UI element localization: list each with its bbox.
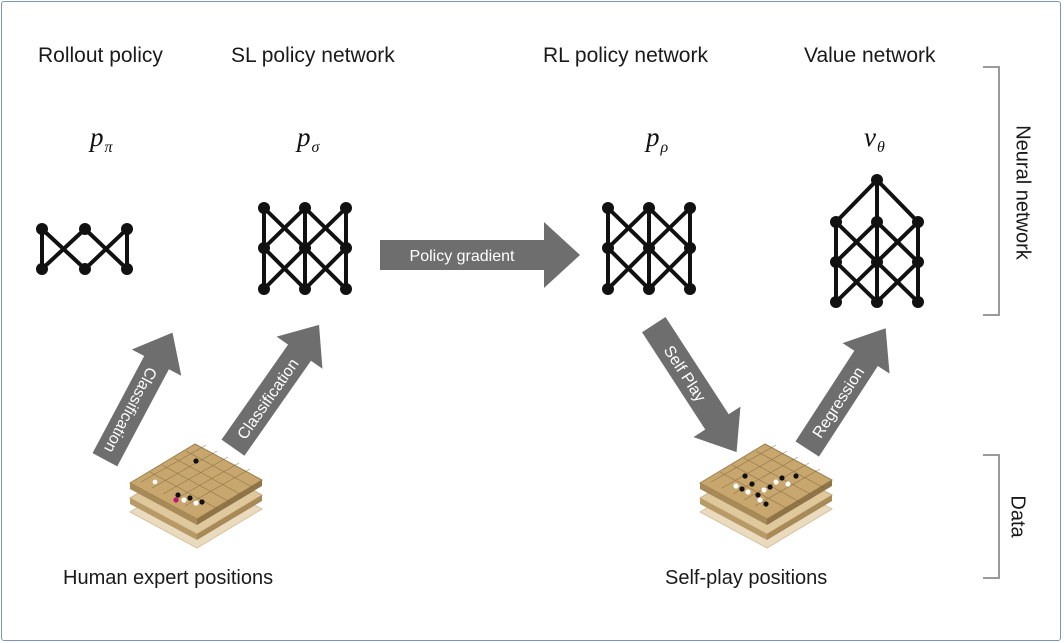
self-play-positions-label: Self-play positions: [665, 567, 828, 589]
sl-network-graph: [258, 202, 352, 295]
regression-arrow: Regression: [795, 328, 890, 457]
policy-gradient-label: Policy gradient: [410, 248, 516, 265]
value-network-title: Value network: [804, 44, 936, 67]
sl-policy-title: SL policy network: [231, 44, 395, 67]
rl-symbol: pρ: [646, 122, 669, 156]
rl-network-graph: [602, 202, 696, 295]
rollout-network-graph: [36, 223, 133, 275]
data-side-label: Data: [1006, 495, 1029, 538]
rollout-symbol: pπ: [90, 122, 113, 156]
neural-network-side-label: Neural network: [1011, 125, 1034, 260]
rl-policy-title: RL policy network: [543, 44, 708, 67]
sl-symbol: pσ: [297, 122, 320, 156]
self-play-arrow: Self Play: [642, 316, 741, 453]
value-symbol: vθ: [864, 122, 885, 156]
neural-network-bracket: [983, 66, 1000, 316]
rollout-policy-title: Rollout policy: [38, 44, 163, 67]
classification-arrow-left: Classification: [92, 332, 182, 467]
human-expert-positions-label: Human expert positions: [63, 567, 274, 589]
self-play-board-stack: [698, 443, 834, 549]
human-expert-board-stack: [128, 443, 264, 549]
data-bracket: [983, 454, 1000, 579]
classification-arrow-right: Classification: [221, 324, 323, 456]
policy-gradient-arrow: Policy gradient: [380, 222, 580, 288]
value-network-graph: [830, 174, 924, 308]
classification-right-label: Classification: [235, 356, 303, 443]
